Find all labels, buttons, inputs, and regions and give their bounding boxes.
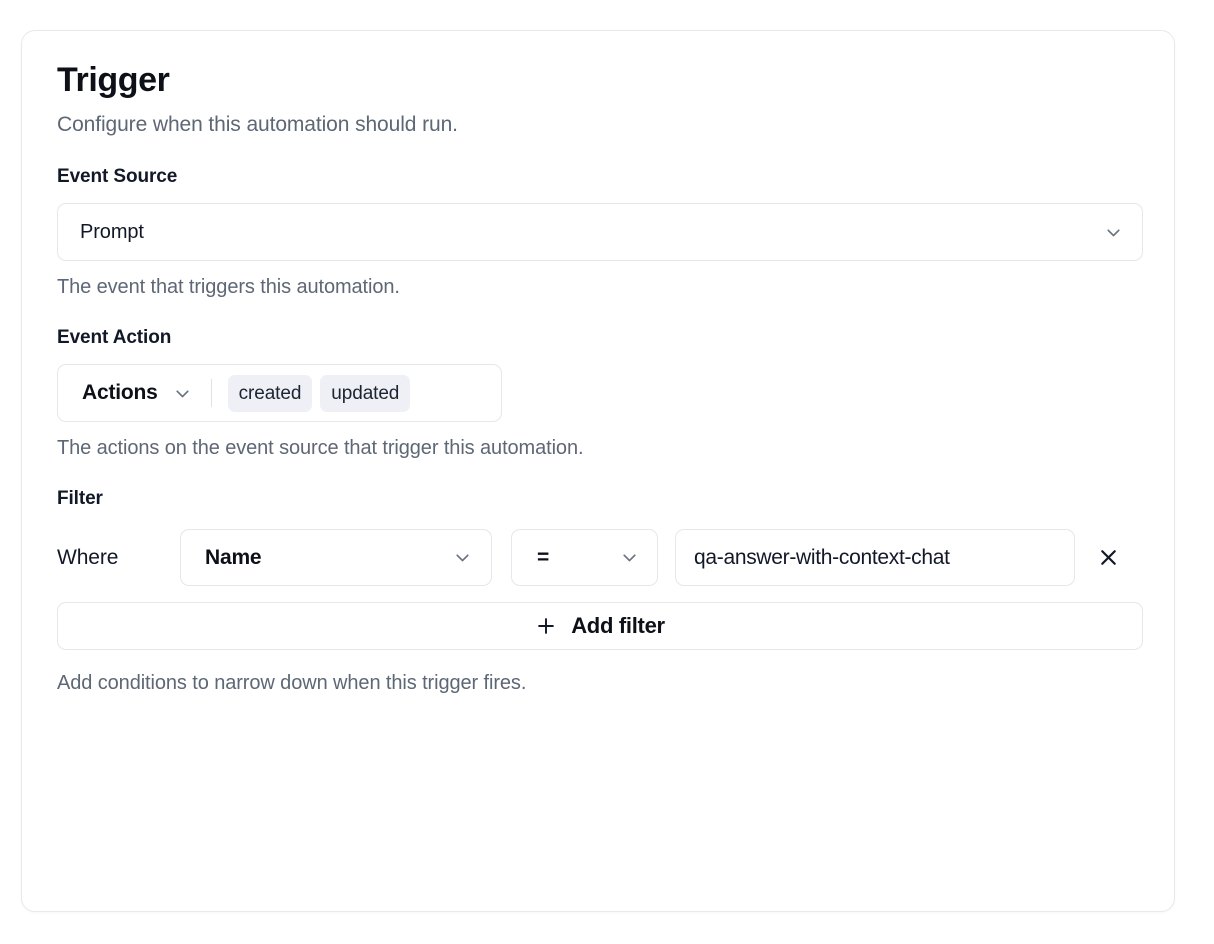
event-action-tag-updated[interactable]: updated — [320, 374, 411, 412]
filter-row: Where Name = qa-answer-w — [57, 529, 1144, 586]
filter-value-input[interactable]: qa-answer-with-context-chat — [675, 529, 1075, 586]
chevron-down-icon — [456, 554, 469, 562]
event-source-value: Prompt — [80, 220, 144, 243]
chevron-down-icon — [1107, 228, 1120, 236]
filter-field-value: Name — [205, 545, 262, 569]
filter-operator-value: = — [537, 545, 550, 569]
event-source-label: Event Source — [57, 166, 178, 187]
event-source-select[interactable]: Prompt — [57, 203, 1143, 261]
divider — [210, 379, 212, 407]
plus-icon — [538, 618, 555, 634]
event-action-multiselect[interactable]: Actions created updated — [57, 364, 502, 422]
chevron-down-icon — [175, 389, 189, 397]
filter-label: Filter — [57, 488, 103, 509]
event-action-label: Event Action — [57, 327, 172, 348]
page-title: Trigger — [57, 61, 170, 99]
filter-value-text: qa-answer-with-context-chat — [694, 545, 950, 569]
event-action-tags: created updated — [227, 374, 411, 412]
event-source-help: The event that triggers this automation. — [57, 276, 400, 298]
trigger-card-content: Trigger Configure when this automation s… — [57, 59, 1144, 696]
event-source-field: Event Source Prompt The event that trigg… — [57, 165, 1144, 300]
add-filter-label: Add filter — [571, 613, 665, 638]
remove-filter-button[interactable] — [1090, 540, 1126, 576]
chevron-down-icon — [623, 554, 636, 562]
close-icon — [1100, 550, 1116, 565]
filter-operator-select[interactable]: = — [511, 529, 658, 586]
add-filter-button[interactable]: Add filter — [57, 602, 1143, 650]
page-subtitle: Configure when this automation should ru… — [57, 113, 458, 136]
event-action-tag-created[interactable]: created — [227, 374, 313, 412]
filter-help: Add conditions to narrow down when this … — [57, 672, 527, 694]
where-label: Where — [57, 545, 119, 569]
filter-field-select[interactable]: Name — [180, 529, 492, 586]
filter-field: Filter Where Name = — [57, 487, 1144, 696]
event-action-field: Event Action Actions created updated The — [57, 326, 1144, 461]
event-action-trigger[interactable]: Actions — [82, 381, 193, 405]
event-action-trigger-label: Actions — [82, 381, 158, 404]
trigger-card: Trigger Configure when this automation s… — [21, 30, 1175, 912]
event-action-help: The actions on the event source that tri… — [57, 437, 584, 459]
